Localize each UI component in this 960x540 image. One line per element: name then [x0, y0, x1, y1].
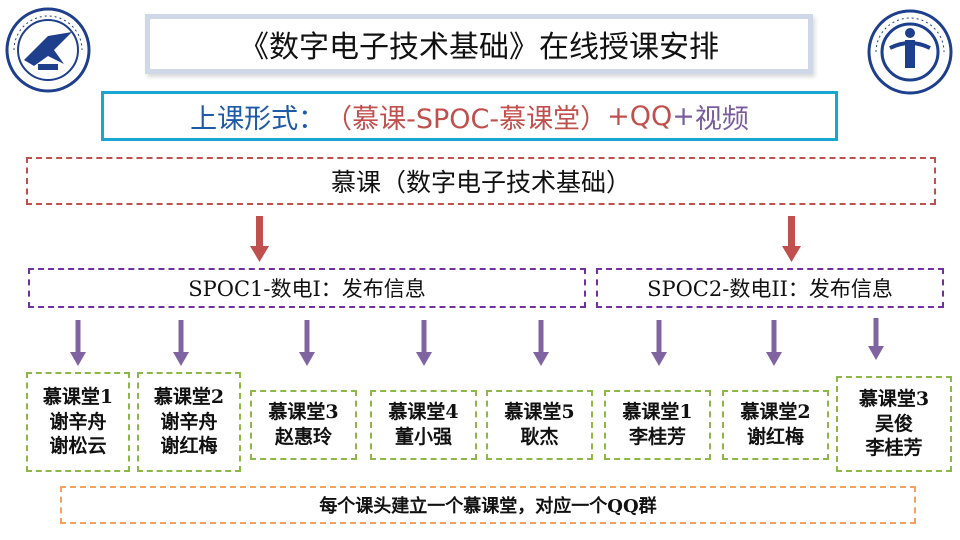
classroom-name: 慕课堂2: [153, 385, 225, 408]
classroom-name: 慕课堂1: [42, 385, 114, 408]
form-plus-1: +: [607, 100, 630, 132]
form-chain: （慕课-SPOC-慕课堂）: [325, 103, 608, 135]
classroom-name: 慕课堂1: [622, 401, 693, 424]
form-label: 上课形式：: [190, 103, 326, 135]
classroom-teacher: 赵惠玲: [274, 426, 332, 448]
form-video: 视频: [694, 103, 749, 135]
classroom-teacher: 李桂芳: [865, 437, 923, 460]
classroom-box-4: 慕课堂4 董小强: [370, 390, 477, 460]
classroom-teacher: 耿杰: [520, 426, 559, 448]
spoc2-box: SPOC2-数电II：发布信息: [596, 268, 944, 308]
purple-arrow-7: [766, 320, 782, 366]
purple-arrow-2: [173, 320, 189, 366]
purple-arrow-8: [868, 318, 884, 360]
red-arrow-1: [250, 216, 269, 262]
page-title: 《数字电子技术基础》在线授课安排: [239, 30, 719, 65]
classroom-box-8: 慕课堂3 吴俊 李桂芳: [836, 376, 952, 472]
purple-arrow-5: [533, 320, 549, 366]
classroom-box-5: 慕课堂5 耿杰: [486, 390, 593, 460]
classroom-name: 慕课堂5: [504, 401, 575, 424]
classroom-teacher: 谢红梅: [746, 426, 804, 448]
classroom-teacher: 李桂芳: [628, 426, 686, 448]
purple-arrow-4: [416, 320, 432, 366]
school-logo-right: [866, 8, 954, 96]
purple-arrow-6: [651, 320, 667, 366]
classroom-name: 慕课堂2: [740, 401, 811, 424]
classroom-box-3: 慕课堂3 赵惠玲: [250, 390, 357, 460]
classroom-teacher: 谢辛舟: [160, 410, 218, 433]
classroom-name: 慕课堂4: [388, 401, 459, 424]
form-plus-2: +: [672, 100, 695, 132]
classroom-box-7: 慕课堂2 谢红梅: [722, 390, 829, 460]
title-box: 《数字电子技术基础》在线授课安排: [145, 14, 813, 74]
teaching-form-box: 上课形式： （慕课-SPOC-慕课堂） + QQ + 视频: [101, 91, 838, 141]
classroom-teacher: 谢松云: [49, 435, 107, 458]
red-arrow-2: [782, 216, 801, 262]
purple-arrow-3: [299, 320, 315, 366]
purple-arrow-1: [70, 320, 86, 366]
classroom-teacher: 吴俊: [874, 412, 913, 435]
note-box: 每个课头建立一个慕课堂，对应一个QQ群: [60, 486, 916, 524]
mooc-box: 慕课（数字电子技术基础）: [26, 157, 936, 205]
classroom-teacher: 谢红梅: [160, 435, 218, 458]
classroom-box-6: 慕课堂1 李桂芳: [604, 390, 711, 460]
classroom-teacher: 董小强: [394, 426, 452, 448]
classroom-box-2: 慕课堂2 谢辛舟 谢红梅: [137, 372, 241, 472]
classroom-teacher: 谢辛舟: [49, 410, 107, 433]
classroom-name: 慕课堂3: [858, 387, 930, 410]
spoc1-box: SPOC1-数电I：发布信息: [28, 268, 586, 308]
classroom-name: 慕课堂3: [268, 401, 339, 424]
university-logo-left: [4, 6, 92, 94]
classroom-box-1: 慕课堂1 谢辛舟 谢松云: [26, 372, 130, 472]
form-qq: QQ: [629, 100, 673, 132]
